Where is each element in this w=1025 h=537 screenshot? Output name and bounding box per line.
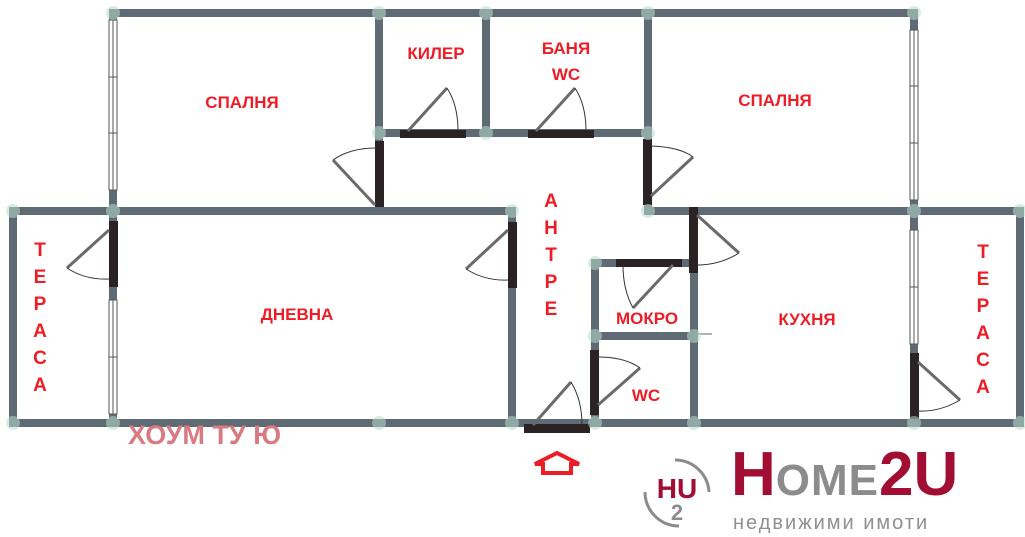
svg-text:Р: Р <box>977 296 990 317</box>
room-label-bathroom-line1: БАНЯ <box>542 39 590 58</box>
brand-logo: HU 2 HOME2U недвижими имоти <box>637 442 982 537</box>
svg-text:А: А <box>976 377 990 398</box>
room-label-toilet: WC <box>632 386 660 405</box>
room-label-terrace-left: Т Е Р А С А <box>33 240 47 396</box>
svg-text:2: 2 <box>671 500 683 525</box>
svg-text:Р: Р <box>545 272 558 293</box>
svg-text:Т: Т <box>545 245 557 266</box>
logo-mark-icon: HU 2 <box>643 458 711 528</box>
svg-text:С: С <box>976 350 990 371</box>
logo-tagline: недвижими имоти <box>733 512 930 534</box>
room-label-kitchen: КУХНЯ <box>778 310 835 329</box>
svg-text:Р: Р <box>34 294 47 315</box>
svg-text:Т: Т <box>34 240 46 261</box>
room-label-living-room: ДНЕВНА <box>261 305 334 324</box>
svg-text:Е: Е <box>545 299 558 320</box>
room-label-pantry: КИЛЕР <box>407 44 464 63</box>
svg-text:С: С <box>33 348 47 369</box>
walls <box>9 9 1024 427</box>
svg-text:Т: Т <box>977 242 989 263</box>
room-label-hallway: А Н Т Р Е <box>544 191 558 320</box>
house-arrow-up-icon <box>534 450 580 475</box>
svg-text:А: А <box>33 321 47 342</box>
room-label-bedroom-left: СПАЛНЯ <box>205 93 278 112</box>
svg-text:Е: Е <box>977 269 990 290</box>
svg-text:А: А <box>33 375 47 396</box>
watermark-text: ХОУМ ТУ Ю <box>128 420 282 450</box>
logo-wordmark: HOME2U <box>731 440 959 509</box>
room-label-laundry: МОКРО <box>616 309 678 328</box>
room-label-terrace-right: Т Е Р А С А <box>976 242 990 398</box>
svg-text:Н: Н <box>544 218 558 239</box>
svg-text:HU: HU <box>657 473 697 504</box>
svg-text:А: А <box>976 323 990 344</box>
room-label-bathroom-line2: WC <box>552 65 580 84</box>
windows <box>108 19 919 415</box>
doors <box>65 86 962 433</box>
wall-joints <box>6 6 1025 430</box>
svg-text:А: А <box>544 191 558 212</box>
room-label-bedroom-right: СПАЛНЯ <box>738 91 811 110</box>
svg-text:Е: Е <box>34 267 47 288</box>
room-labels: СПАЛНЯ КИЛЕР БАНЯ WC СПАЛНЯ ДНЕВНА МОКРО… <box>33 39 990 405</box>
